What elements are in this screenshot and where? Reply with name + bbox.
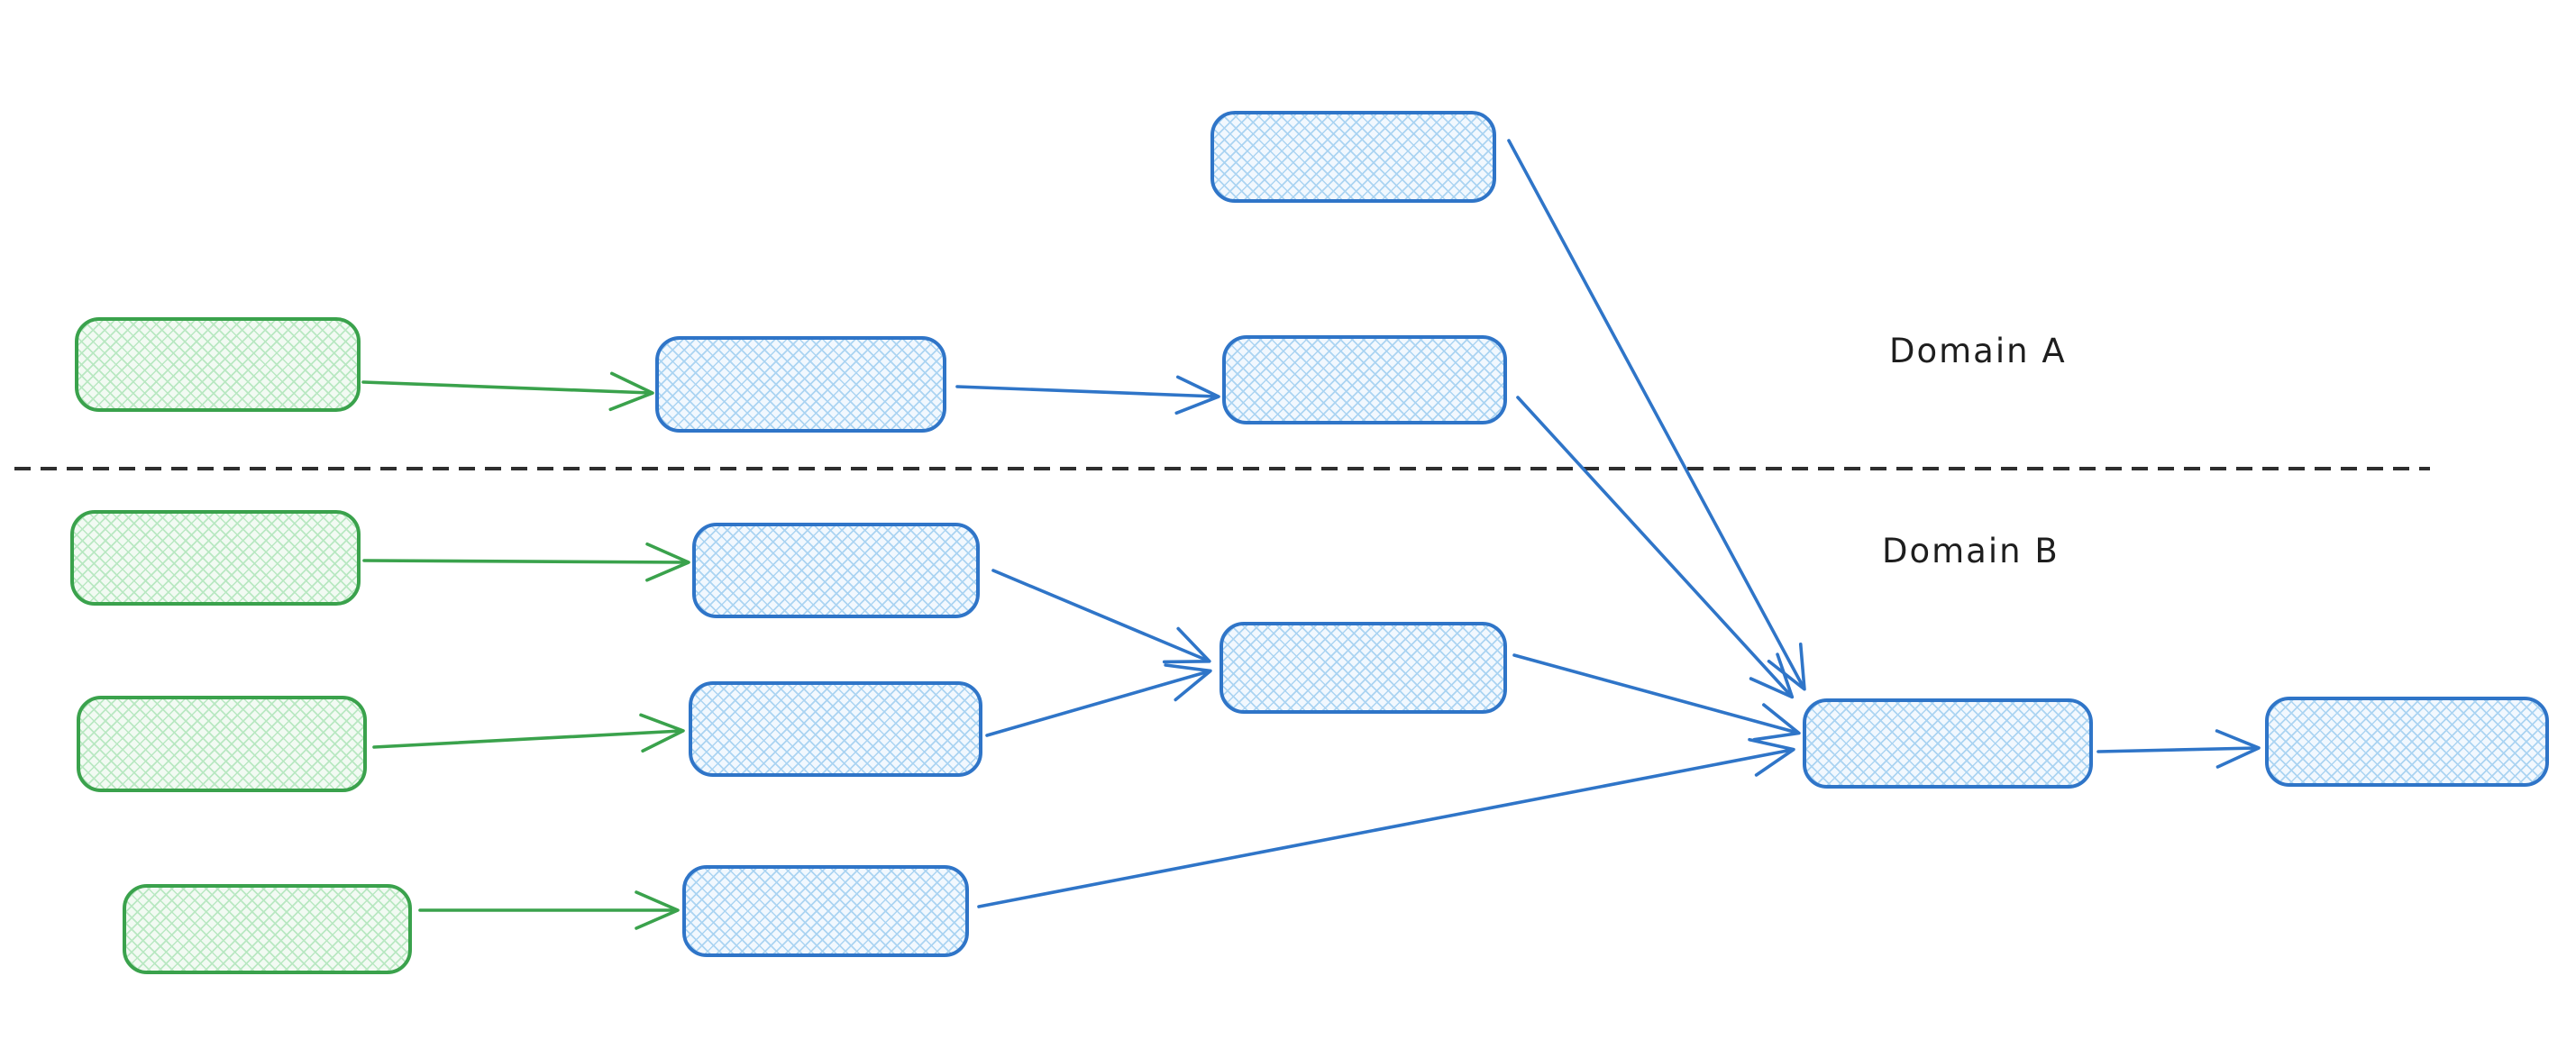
- node-a-stage-2[interactable]: [1222, 335, 1507, 424]
- arrow-a-stage-1-to-a-stage-2[interactable]: [955, 375, 1220, 415]
- node-b-source-2[interactable]: [77, 696, 367, 792]
- arrow-b-stage-3-to-aggregate[interactable]: [977, 737, 1795, 908]
- arrow-a-source-to-a-stage-1[interactable]: [361, 371, 654, 412]
- domain-b-label[interactable]: Domain B: [1882, 532, 2060, 570]
- node-a-top[interactable]: [1210, 111, 1496, 203]
- arrow-a-top-to-aggregate[interactable]: [1507, 139, 1806, 691]
- arrow-a-stage-2-to-aggregate[interactable]: [1516, 396, 1795, 699]
- arrow-aggregate-to-output[interactable]: [2096, 729, 2261, 769]
- node-a-stage-1[interactable]: [655, 336, 946, 433]
- node-output[interactable]: [2265, 697, 2549, 787]
- node-b-stage-1[interactable]: [692, 523, 980, 618]
- node-a-source[interactable]: [75, 317, 361, 412]
- node-b-stage-2[interactable]: [689, 681, 982, 777]
- node-b-merge[interactable]: [1219, 622, 1507, 714]
- arrow-b-merge-to-aggregate[interactable]: [1512, 653, 1801, 742]
- arrow-b-stage-1-to-b-merge[interactable]: [991, 569, 1211, 664]
- arrow-b-source-2-to-b-stage-2[interactable]: [372, 713, 685, 753]
- arrow-b-stage-2-to-b-merge[interactable]: [985, 663, 1212, 737]
- node-b-stage-3[interactable]: [682, 865, 969, 957]
- node-b-source-1[interactable]: [70, 510, 361, 606]
- arrow-b-source-1-to-b-stage-1[interactable]: [362, 542, 690, 582]
- domain-a-label[interactable]: Domain A: [1889, 332, 2067, 370]
- node-b-source-3[interactable]: [123, 884, 412, 974]
- node-aggregate[interactable]: [1803, 698, 2093, 789]
